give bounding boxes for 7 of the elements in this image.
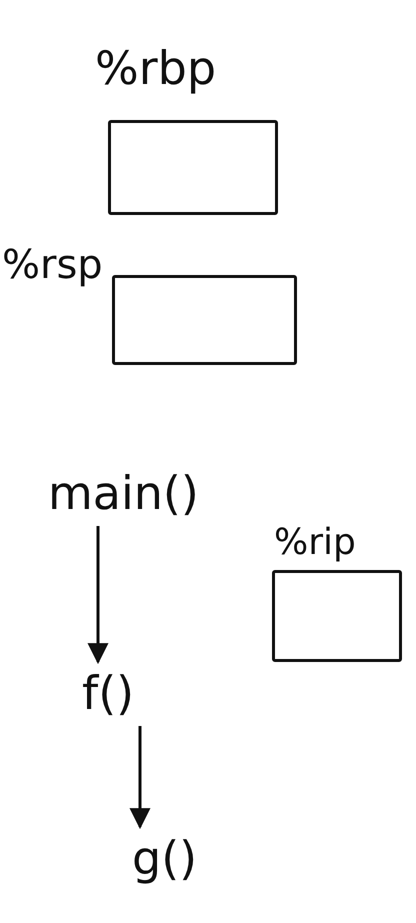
- arrow: [88, 526, 108, 664]
- arrow: [130, 726, 150, 830]
- function-call-label: g(): [132, 831, 198, 885]
- function-call-label: f(): [82, 666, 134, 720]
- function-call-label: main(): [48, 466, 199, 520]
- register-label: %rsp: [2, 245, 103, 285]
- register-label: %rip: [274, 525, 356, 561]
